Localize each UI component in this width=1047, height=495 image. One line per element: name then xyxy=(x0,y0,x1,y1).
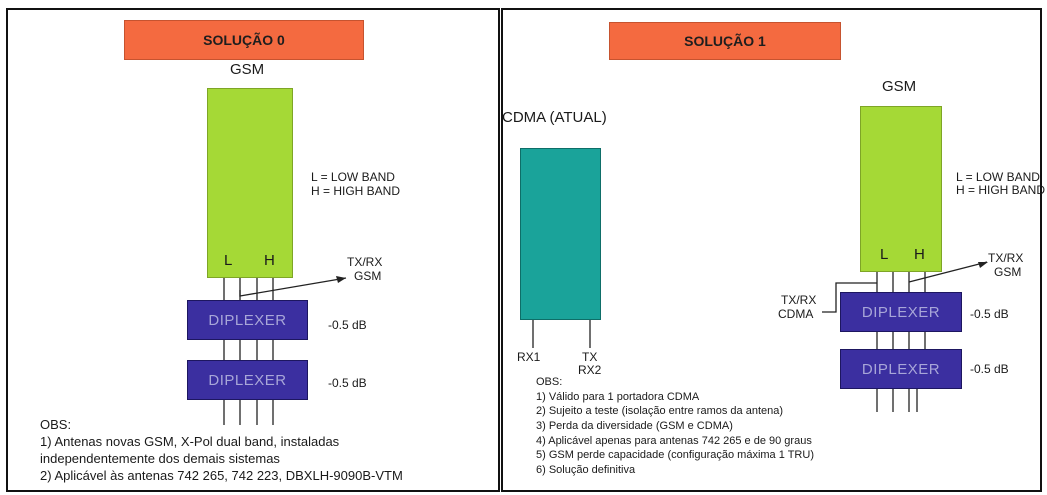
solucao1-gsm-label: GSM xyxy=(882,78,917,95)
solucao0-band-low: L xyxy=(224,252,233,269)
solucao1-obs-line-3: 3) Perda da diversidade (GSM e CDMA) xyxy=(536,420,733,432)
solucao1-legend-low: L = LOW BAND xyxy=(956,170,1040,184)
solucao0-gsm-label: GSM xyxy=(230,61,265,78)
solucao0-txrx-label: TX/RX xyxy=(347,255,383,269)
solucao1-obs-line-2: 2) Sujeito a teste (isolação entre ramos… xyxy=(536,405,784,417)
solucao1-title: SOLUÇÃO 1 xyxy=(609,22,841,60)
solucao1-loss-1: -0.5 dB xyxy=(970,307,1009,321)
solucao1-txrx-gsm-sub: GSM xyxy=(994,265,1022,279)
solucao0-title: SOLUÇÃO 0 xyxy=(124,20,364,60)
solucao1-cdma-label: CDMA (ATUAL) xyxy=(502,109,607,126)
solucao1-cdma-antenna xyxy=(520,148,601,320)
solucao1-legend-high: H = HIGH BAND xyxy=(956,183,1046,197)
solucao1-obs-line-4: 4) Aplicável apenas para antenas 742 265… xyxy=(536,435,812,447)
solucao1-loss-2: -0.5 dB xyxy=(970,362,1009,376)
solucao1-gsm-antenna xyxy=(860,106,942,272)
solucao0-loss-2: -0.5 dB xyxy=(328,376,367,390)
solucao0-obs-line-1: 1) Antenas novas GSM, X-Pol dual band, i… xyxy=(40,434,340,449)
solucao1-obs-line-1: 1) Válido para 1 portadora CDMA xyxy=(536,391,700,403)
solucao0-obs-title: OBS: xyxy=(40,417,72,432)
solucao1-txrx-cdma-label: TX/RX xyxy=(781,293,817,307)
solucao0-diplexer-1: DIPLEXER xyxy=(187,300,308,340)
solucao0-band-high: H xyxy=(264,252,275,269)
solucao0-gsm-antenna xyxy=(207,88,293,278)
solucao0-legend-low: L = LOW BAND xyxy=(311,170,395,184)
solucao0-loss-1: -0.5 dB xyxy=(328,318,367,332)
solucao1-obs-line-5: 5) GSM perde capacidade (configuração má… xyxy=(536,449,814,461)
solucao1-txrx-cdma-sub: CDMA xyxy=(778,307,814,321)
solucao1-obs-title: OBS: xyxy=(536,376,563,388)
solucao1-diplexer-1: DIPLEXER xyxy=(840,292,962,332)
solucao1-rx2-label: RX2 xyxy=(578,363,602,377)
solucao0-diplexer-2: DIPLEXER xyxy=(187,360,308,400)
solucao1-band-high: H xyxy=(914,246,925,263)
solucao1-rx1-label: RX1 xyxy=(517,350,541,364)
solucao0-obs-line-2: independentemente dos demais sistemas xyxy=(40,451,280,466)
solucao0-txrx-sub: GSM xyxy=(354,269,382,283)
solucao0-obs-line-3: 2) Aplicável às antenas 742 265, 742 223… xyxy=(40,468,403,483)
solucao1-diplexer-2: DIPLEXER xyxy=(840,349,962,389)
solucao1-txrx-gsm-label: TX/RX xyxy=(988,251,1024,265)
solucao1-tx-label: TX xyxy=(582,350,598,364)
solucao1-band-low: L xyxy=(880,246,889,263)
solucao1-obs-line-6: 6) Solução definitiva xyxy=(536,464,636,476)
solucao0-legend-high: H = HIGH BAND xyxy=(311,184,401,198)
